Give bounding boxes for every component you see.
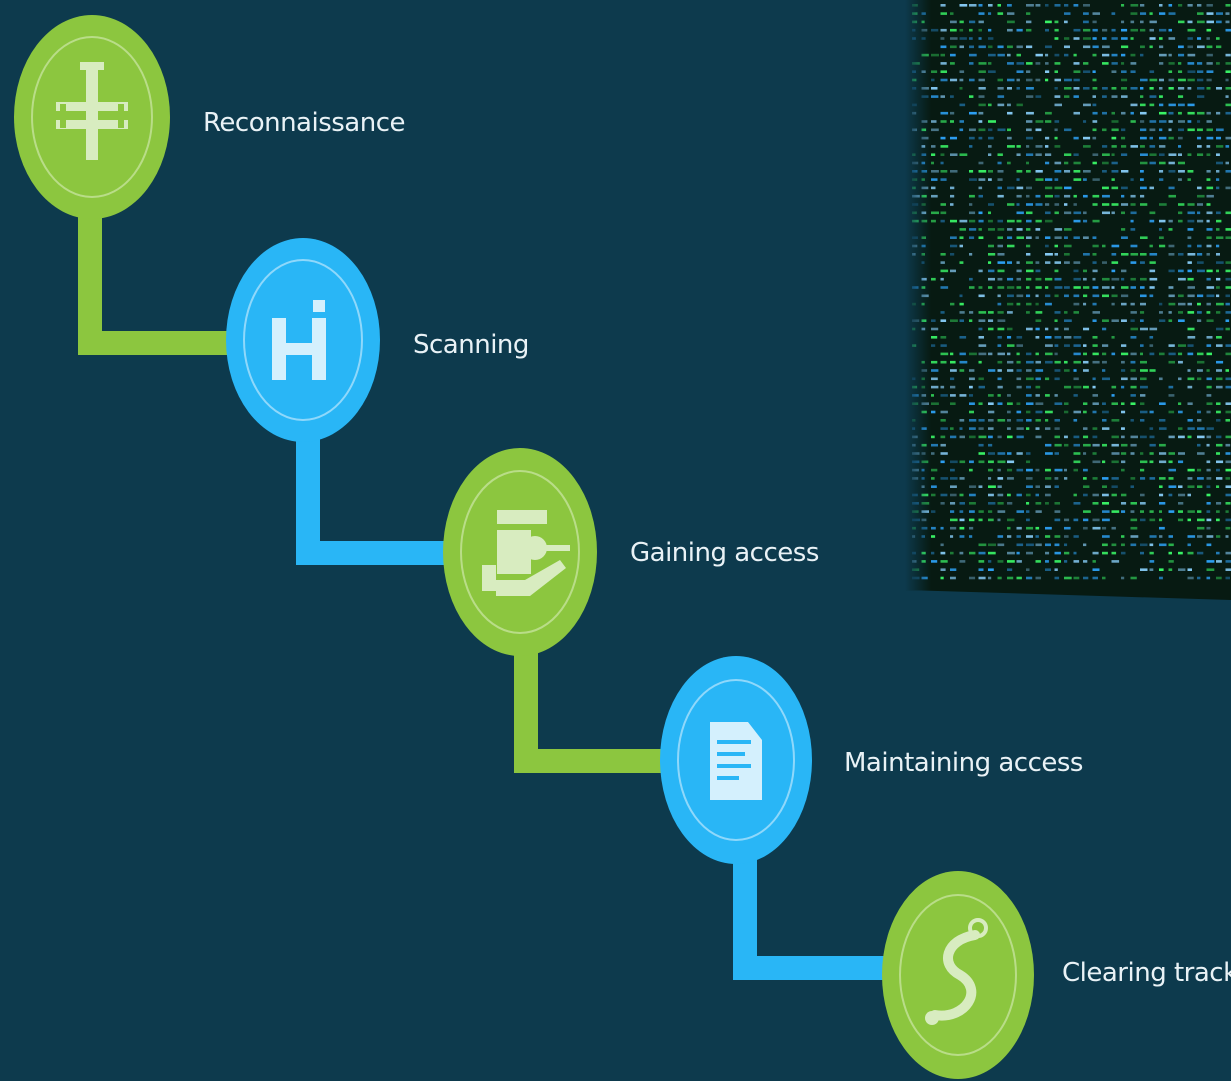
label-gaining-access: Gaining access <box>630 538 819 568</box>
step-scanning <box>226 238 380 442</box>
tower-icon <box>56 62 128 160</box>
label-clearing-track: Clearing track <box>1062 958 1231 988</box>
label-maintaining-access: Maintaining access <box>844 748 1083 778</box>
path-icon <box>925 918 988 1025</box>
step-clearing-track <box>882 871 1034 1079</box>
connector-3 <box>514 630 670 773</box>
label-reconnaissance: Reconnaissance <box>203 108 406 138</box>
code-screen-image <box>905 0 1231 600</box>
step-maintaining-access <box>660 656 812 864</box>
label-scanning: Scanning <box>413 330 529 360</box>
document-icon <box>710 722 762 800</box>
connector-2 <box>296 420 452 565</box>
step-reconnaissance <box>14 15 170 219</box>
step-gaining-access <box>443 448 597 656</box>
scan-icon <box>272 300 326 380</box>
connector-1 <box>78 200 232 355</box>
key-card-icon <box>482 510 570 596</box>
connector-4 <box>733 845 890 980</box>
